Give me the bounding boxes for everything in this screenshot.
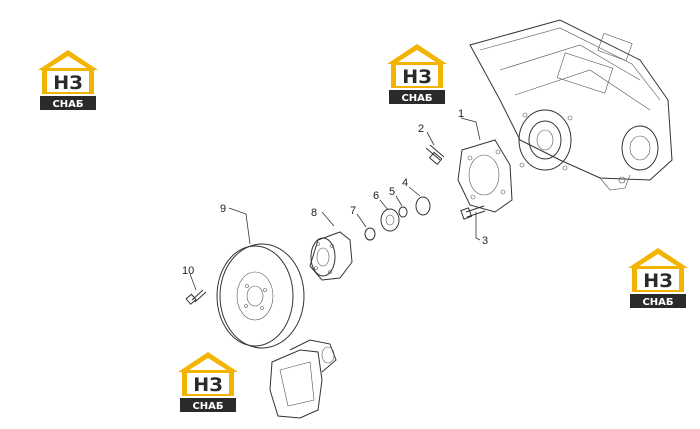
callout-6: 6 (373, 190, 379, 202)
callout-1: 1 (458, 108, 464, 120)
callout-4: 4 (402, 177, 408, 189)
part-4-o-ring (415, 196, 431, 216)
logo-band-text: СНАБ (52, 99, 83, 110)
logo-band-text: СНАБ (192, 401, 223, 412)
watermark-logo-3: НЗ СНАБ (626, 246, 690, 310)
logo-roof (38, 50, 98, 70)
part-6-bearing (380, 208, 400, 232)
logo-letters: НЗ (53, 72, 82, 94)
part-5-ring (398, 206, 408, 218)
part-1-plate (457, 139, 513, 213)
leader-lines (189, 117, 481, 291)
part-7-washer (364, 227, 376, 241)
part-9-brake-disc (216, 243, 305, 349)
logo-band-text: СНАБ (642, 297, 673, 308)
callout-5: 5 (389, 186, 395, 198)
watermark-logo-4: НЗ СНАБ (176, 350, 240, 414)
gearbox-housing (469, 19, 673, 191)
part-2-bolt (425, 144, 445, 165)
watermark-logo-1: НЗ СНАБ (36, 48, 100, 112)
callout-7: 7 (350, 205, 356, 217)
logo-band-text: СНАБ (401, 93, 432, 104)
callout-9: 9 (220, 203, 226, 215)
callout-8: 8 (311, 207, 317, 219)
caliper-housing (269, 339, 337, 419)
logo-letters: НЗ (643, 270, 672, 292)
callout-2: 2 (418, 123, 424, 135)
logo-letters: НЗ (402, 66, 431, 88)
callout-labels: 1 2 3 4 5 6 7 8 9 10 (182, 108, 488, 277)
watermark-logo-2: НЗ СНАБ (385, 42, 449, 106)
callout-3: 3 (482, 235, 488, 247)
part-8-hub (309, 231, 353, 281)
callout-10: 10 (182, 265, 194, 277)
logo-letters: НЗ (193, 374, 222, 396)
part-10-bolt (185, 289, 207, 305)
